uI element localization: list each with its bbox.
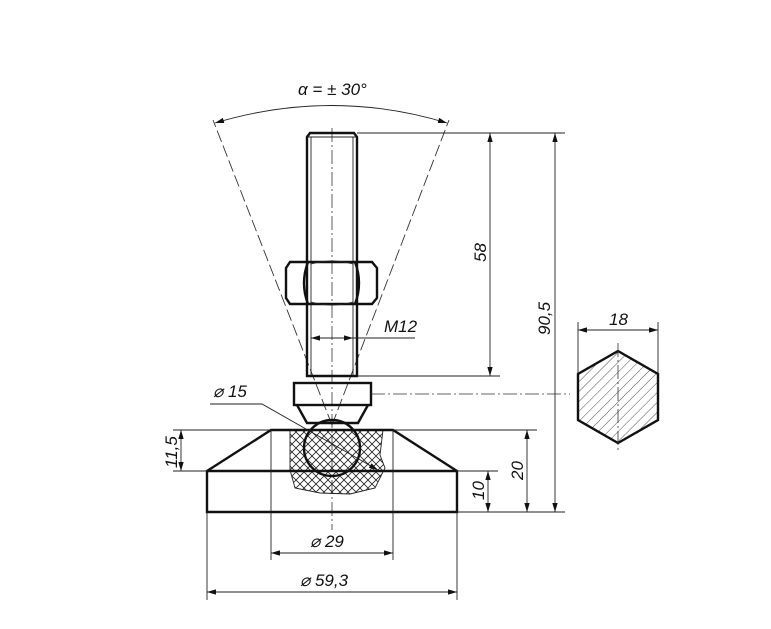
ball-housing — [292, 381, 373, 425]
ball-joint — [302, 418, 362, 478]
cone-height-label: 11,5 — [162, 436, 181, 468]
ball-diameter-label: ⌀ 15 — [213, 382, 247, 401]
extension-lines — [173, 132, 570, 600]
base-height-label: 20 — [508, 461, 527, 481]
angle-label: α = ± 30° — [298, 80, 367, 99]
base-inner-diameter-label: ⌀ 29 — [310, 532, 344, 551]
hex-nut — [284, 260, 379, 306]
total-height-label: 90,5 — [535, 301, 554, 335]
base-outer-diameter-label: ⌀ 59,3 — [300, 571, 349, 590]
hex-section-view — [576, 322, 660, 452]
hex-size-label: 18 — [609, 310, 628, 329]
thread-label: M12 — [384, 317, 418, 336]
base-plate-label: 10 — [469, 481, 488, 500]
swivel-angle-sector — [212, 105, 450, 426]
stud-length-label: 58 — [471, 243, 490, 262]
